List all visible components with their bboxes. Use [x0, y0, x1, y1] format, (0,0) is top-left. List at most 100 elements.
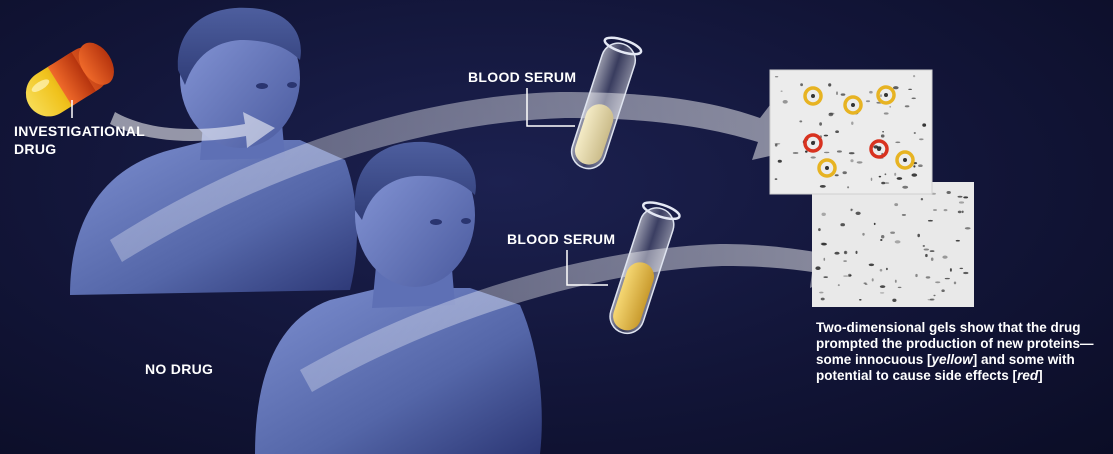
label-blood-serum-bottom: BLOOD SERUM — [507, 230, 615, 248]
gel-spot — [836, 91, 838, 95]
gel-spot — [880, 94, 882, 97]
gel-spot — [862, 233, 864, 236]
gel-spot — [828, 83, 831, 86]
gel-spot — [838, 284, 840, 286]
gel-spot — [800, 83, 803, 86]
gel-spot — [871, 178, 873, 181]
gel-spot — [799, 120, 802, 122]
gel-spot — [821, 298, 825, 301]
caption: Two-dimensional gels show that the drug … — [816, 320, 1106, 384]
gel-spot — [824, 152, 829, 153]
gel-spot — [928, 220, 933, 222]
gel-spot — [913, 75, 915, 77]
caption-text-3: ] — [1038, 368, 1043, 383]
gel-spot — [879, 176, 881, 178]
gel-spot — [880, 239, 882, 241]
gel-spot — [880, 285, 885, 288]
gel-spot — [822, 213, 826, 216]
gel-spot — [881, 134, 885, 137]
gel-spot — [931, 258, 934, 261]
gel-spot — [889, 106, 891, 108]
gel-spot — [843, 260, 847, 261]
caption-yellow-word: yellow — [932, 352, 973, 367]
gel-spot — [775, 76, 778, 77]
gel-spot — [928, 299, 934, 301]
gel-spot — [834, 252, 839, 255]
gel-spot — [811, 156, 816, 158]
gel-spot — [963, 196, 968, 198]
gel-spot — [824, 135, 828, 137]
gel-spot — [845, 251, 847, 253]
gel-spot — [925, 254, 928, 257]
gel-spot — [945, 278, 950, 279]
gel-spot — [933, 295, 935, 296]
gel-spot — [930, 250, 935, 252]
gel-spot — [958, 196, 963, 198]
pill-icon — [17, 36, 121, 125]
gel-spot — [956, 240, 960, 242]
gel-spot — [886, 268, 888, 270]
label-investigational-drug: INVESTIGATIONAL DRUG — [14, 122, 184, 158]
gel-spot — [962, 211, 964, 214]
gel-spot — [894, 173, 896, 176]
gel-spot — [926, 276, 931, 278]
gel-spot — [921, 198, 923, 200]
gel-spot — [856, 212, 861, 215]
gel-spot — [821, 243, 825, 246]
gel-spot — [859, 299, 862, 301]
gel-spot — [840, 223, 845, 226]
gel-no-drug — [812, 182, 974, 307]
gel-spot — [819, 122, 822, 125]
gel-spot — [778, 160, 782, 163]
gel-spot — [918, 164, 923, 167]
gel-spot — [895, 142, 900, 144]
gel-spot — [902, 214, 906, 215]
gel-spot — [820, 185, 826, 188]
gel-spot — [823, 276, 828, 278]
label-no-drug: NO DRUG — [145, 360, 213, 378]
gel-spot — [944, 209, 948, 211]
gel-spot — [851, 122, 853, 125]
gel-spot — [898, 287, 902, 288]
gel-with-drug — [770, 70, 932, 194]
gel-spot — [905, 105, 910, 107]
gel-spot — [793, 152, 799, 153]
gel-spot — [874, 223, 876, 225]
gel-spot — [902, 186, 908, 189]
gel-spot — [895, 280, 897, 283]
gel-spot — [856, 251, 858, 254]
gel-spot — [913, 165, 915, 167]
gel-spot — [960, 268, 964, 269]
gel-spot — [894, 203, 898, 206]
gel-spot — [841, 93, 846, 95]
gel-spot — [922, 123, 926, 126]
torso-no-drug — [255, 288, 542, 454]
gel-spot — [892, 299, 896, 302]
gel-spot — [897, 177, 903, 180]
gel-spot — [965, 227, 971, 229]
gel-spot — [935, 281, 940, 283]
eye — [430, 219, 442, 225]
gel-spot — [847, 186, 849, 188]
label-blood-serum-top: BLOOD SERUM — [468, 68, 576, 86]
gel-spot — [941, 289, 944, 292]
gel-spot — [824, 258, 826, 261]
gel-spot — [963, 272, 968, 274]
gel-spot — [819, 292, 823, 294]
gel-spot — [835, 174, 839, 176]
gel-spot — [923, 245, 925, 246]
gel-spot — [835, 130, 839, 133]
gel-spot — [783, 100, 788, 104]
gel-spot — [912, 173, 918, 176]
gel-spot — [924, 249, 929, 251]
gel-spot — [880, 269, 883, 272]
gel-spot — [882, 131, 884, 132]
gel-spot — [919, 138, 924, 140]
gel-spot — [880, 292, 884, 293]
gel-spot — [890, 232, 895, 234]
eye — [287, 82, 297, 88]
gel-spot — [843, 275, 848, 276]
gel-spot — [866, 100, 870, 102]
gel-spot — [869, 264, 874, 267]
gel-spot — [865, 284, 868, 285]
